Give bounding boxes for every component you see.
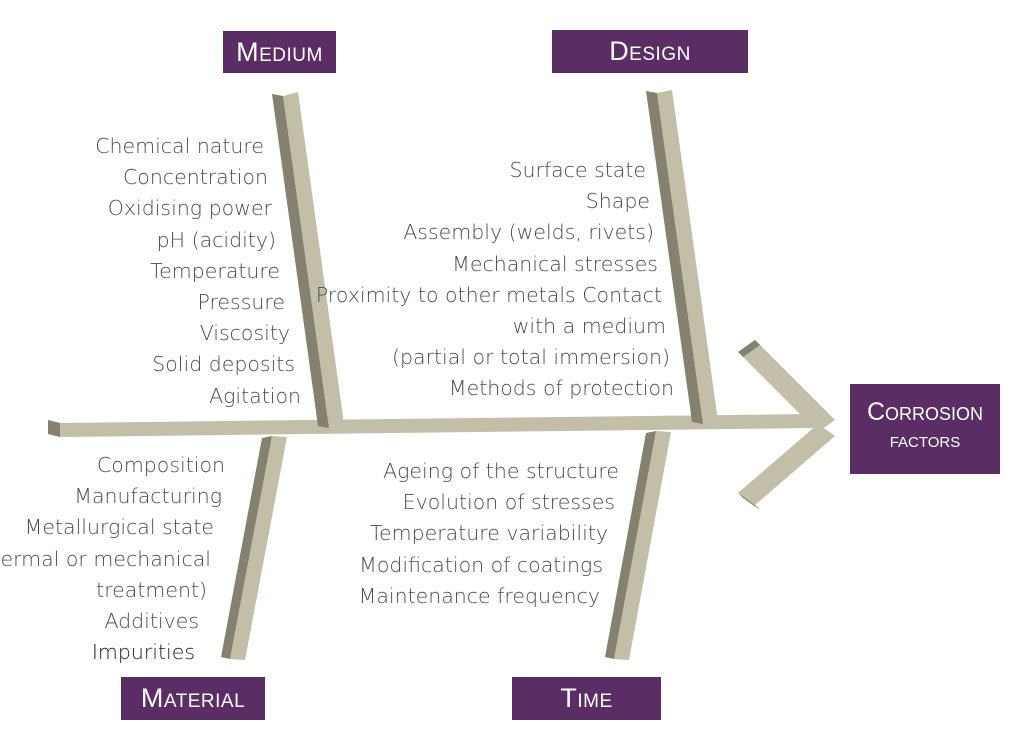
cause-item: Mechanical stresses <box>452 251 658 276</box>
cause-item: Viscosity <box>199 321 290 346</box>
time-label: Time <box>512 677 661 720</box>
design-bone <box>646 90 718 424</box>
cause-item: Additives <box>104 608 199 633</box>
cause-item: Impurities <box>91 640 195 665</box>
cause-item: Evolution of stresses <box>402 490 615 515</box>
cause-item: with a medium <box>512 313 666 338</box>
design-causes: Surface state Shape Assembly (welds, riv… <box>316 155 676 405</box>
main-spine <box>48 414 815 437</box>
cause-item: Shape <box>585 189 650 214</box>
arrow-head-upper-arm <box>738 340 835 432</box>
cause-item: pH (acidity) <box>156 227 276 252</box>
medium-causes: Chemical nature Concentration Oxidising … <box>95 131 301 412</box>
effect-box: Corrosion factors <box>850 384 1000 474</box>
cause-item: Manufacturing <box>74 484 222 509</box>
cause-item: Agitation <box>209 383 301 408</box>
effect-line-1: Corrosion <box>866 398 984 426</box>
medium-label: Medium <box>223 31 336 73</box>
material-causes: Composition Manufacturing Metallurgical … <box>0 450 225 668</box>
cause-item: Concentration <box>122 165 268 190</box>
cause-item: Temperature <box>150 258 280 283</box>
cause-item: Composition <box>96 453 225 477</box>
cause-item: Proximity to other metals Contact <box>315 282 662 307</box>
cause-item: Modification of coatings <box>359 552 603 577</box>
material-label: Material <box>121 677 265 720</box>
cause-item: Solid deposits <box>152 352 295 377</box>
cause-item: Methods of protection <box>448 376 674 401</box>
cause-item: Chemical nature <box>95 134 264 158</box>
cause-item: Pressure <box>197 289 285 314</box>
design-title: Design <box>609 36 691 66</box>
cause-item: Ageing of the structure <box>383 459 619 483</box>
medium-title: Medium <box>236 36 323 67</box>
cause-item: Temperature variability <box>369 521 608 546</box>
effect-line-2: factors <box>889 427 961 452</box>
cause-item: (thermal or mechanical <box>0 546 211 571</box>
time-causes: Ageing of the structure Evolution of str… <box>359 456 619 612</box>
material-bone <box>221 436 287 660</box>
time-title: Time <box>560 683 613 713</box>
cause-item: Maintenance frequency <box>358 583 600 608</box>
cause-item: Assembly (welds, rivets) <box>403 220 654 245</box>
design-label: Design <box>552 30 748 73</box>
time-bone <box>605 431 671 660</box>
arrow-head-lower-arm <box>738 424 835 510</box>
cause-item: Surface state <box>509 158 646 182</box>
cause-item: (partial or total immersion) <box>392 345 670 370</box>
cause-item: Oxidising power <box>107 196 272 221</box>
cause-item: treatment) <box>96 577 207 602</box>
material-title: Material <box>140 683 246 713</box>
medium-bone <box>272 92 344 428</box>
cause-item: Metallurgical state <box>24 515 214 540</box>
